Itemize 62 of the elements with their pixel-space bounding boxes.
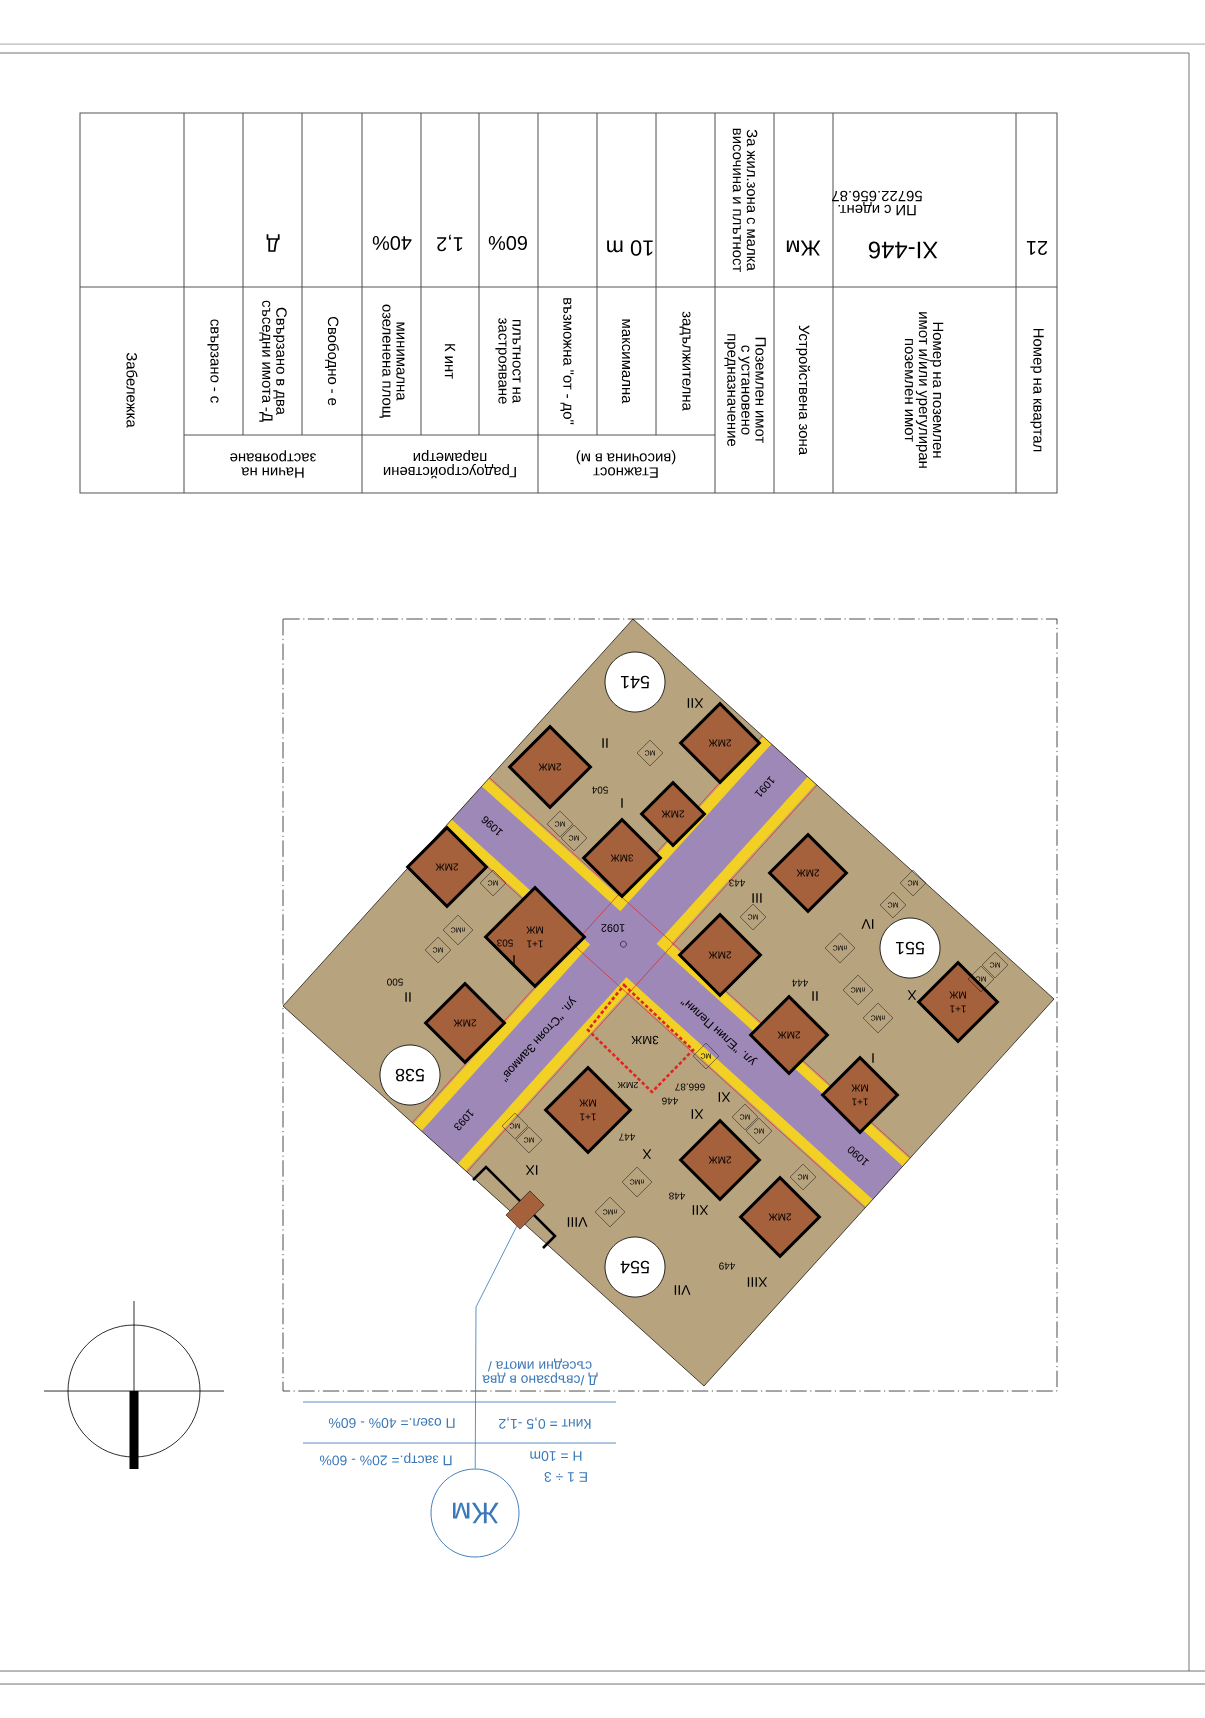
column-heading: свързано - с (207, 319, 219, 403)
lot-number: VIII (567, 1217, 588, 1227)
table-text: 21 (1026, 241, 1048, 255)
lot-number: XII (687, 698, 704, 708)
lot-number: II (812, 991, 818, 1001)
column-heading: К инт (444, 344, 456, 379)
plot-number: 447 (619, 1133, 636, 1141)
zone-parameter: Е 1 ÷ 3 (544, 1472, 587, 1482)
column-heading: Номер на поземлен имот и/или урегулиран поземлен имот (904, 312, 944, 468)
table-text: 1,2 (437, 234, 463, 252)
zone-parameter: H = 10m (530, 1451, 582, 1461)
plot-number: 449 (719, 1262, 736, 1270)
lot-number: IX (525, 1165, 538, 1175)
plot-number: 443 (729, 879, 746, 887)
column-heading: Номер на квартал (1030, 328, 1044, 452)
plot-number: 500 (387, 978, 403, 986)
lot-number: I (621, 798, 623, 808)
point-number: 1092 (601, 924, 625, 932)
column-heading: Поземлен имот с установено предназначение (724, 334, 766, 447)
plot-number: 444 (792, 979, 809, 987)
lot-number: IV (861, 919, 874, 929)
table-text: 60% (488, 235, 527, 251)
column-heading: минимална озеленена площ (379, 304, 405, 418)
group-heading: Етажност (височина в м) (576, 450, 676, 478)
zone-note: Д /свързано в два съседни имота / (482, 1358, 598, 1386)
plot-number: 503 (497, 939, 513, 947)
lot-number: XIII (747, 1277, 768, 1287)
lot-number: X (642, 1149, 652, 1159)
lot-number: II (405, 992, 411, 1002)
column-heading: Свързано в два съседни имота -Д (259, 300, 287, 422)
lot-number: XII (692, 1205, 709, 1215)
plot-number: 504 (592, 786, 608, 794)
lot-number: II (602, 738, 608, 748)
table-text: Д (266, 234, 280, 252)
group-heading: Градоустройствени параметри (383, 449, 516, 479)
table-text: За жил.зона с малка височина и плътност (732, 128, 758, 273)
zone-parameter: П озел.= 40% - 60% (328, 1418, 455, 1428)
plot-number: 446 (662, 1097, 679, 1105)
lot-number: X (907, 990, 917, 1000)
column-heading: Забележка (126, 352, 138, 428)
group-heading: Начин на застрояване (230, 450, 317, 478)
table-text: 40% (372, 235, 412, 251)
table-text: Жм (786, 240, 821, 256)
table-text: ПИ с идент. 56722.656.87 (832, 190, 923, 216)
lot-number: XI (718, 1092, 731, 1102)
plot-number: 666.87 (675, 1083, 705, 1091)
column-heading: плътност на застрояване (495, 317, 521, 404)
lot-number: III (752, 893, 762, 903)
zone-parameter: П застр.= 20% - 60% (319, 1452, 452, 1466)
partial-building (472, 1165, 557, 1249)
column-heading: задължителна (679, 311, 691, 411)
table-text: 10 m (607, 240, 653, 256)
column-heading: възможна "от - до" (560, 298, 574, 425)
table-text: XI-446 (868, 241, 938, 259)
lot-number: I (872, 1053, 874, 1063)
building-label: 3МЖ (631, 1035, 659, 1045)
column-heading: Свободно - е (325, 316, 339, 406)
lot-number: XI (691, 1109, 704, 1119)
column-heading: максимална (621, 319, 631, 404)
column-heading: Устройствена зона (795, 325, 811, 456)
leader-line (474, 1225, 518, 1469)
zone-parameter: Кинт = 0,5 -1,2 (499, 1417, 591, 1429)
